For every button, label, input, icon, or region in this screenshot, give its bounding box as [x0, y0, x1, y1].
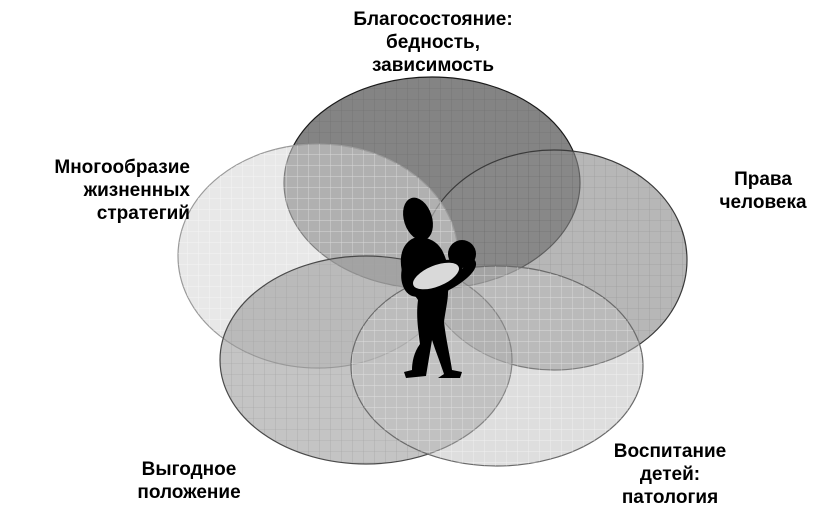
label-advantageous-position-line-1: Выгодное [141, 459, 237, 480]
label-life-strategies-line-2: жизненных [83, 180, 190, 201]
parent-holding-child-icon [400, 197, 477, 378]
label-life-strategies: Многообразие жизненных стратегий [0, 156, 190, 225]
label-child-upbringing: Воспитание детей: патология [590, 440, 750, 509]
label-wellbeing-line-1: Благосостояние: [353, 9, 513, 30]
label-child-upbringing-line-3: патология [621, 487, 719, 508]
label-wellbeing: Благосостояние: бедность, зависимость [318, 8, 548, 77]
label-advantageous-position-line-2: положение [137, 482, 241, 503]
label-life-strategies-line-1: Многообразие [54, 157, 190, 178]
label-wellbeing-line-3: зависимость [371, 55, 495, 76]
label-human-rights: Права человека [700, 168, 826, 214]
label-human-rights-line-2: человека [719, 192, 807, 213]
label-advantageous-position: Выгодное положение [104, 458, 274, 504]
label-human-rights-line-1: Права [734, 169, 792, 190]
label-wellbeing-line-2: бедность, [385, 32, 481, 53]
label-child-upbringing-line-2: детей: [639, 464, 701, 485]
label-life-strategies-line-3: стратегий [96, 203, 190, 224]
ellipse-bottom-right [350, 265, 644, 467]
label-child-upbringing-line-1: Воспитание [613, 441, 727, 462]
